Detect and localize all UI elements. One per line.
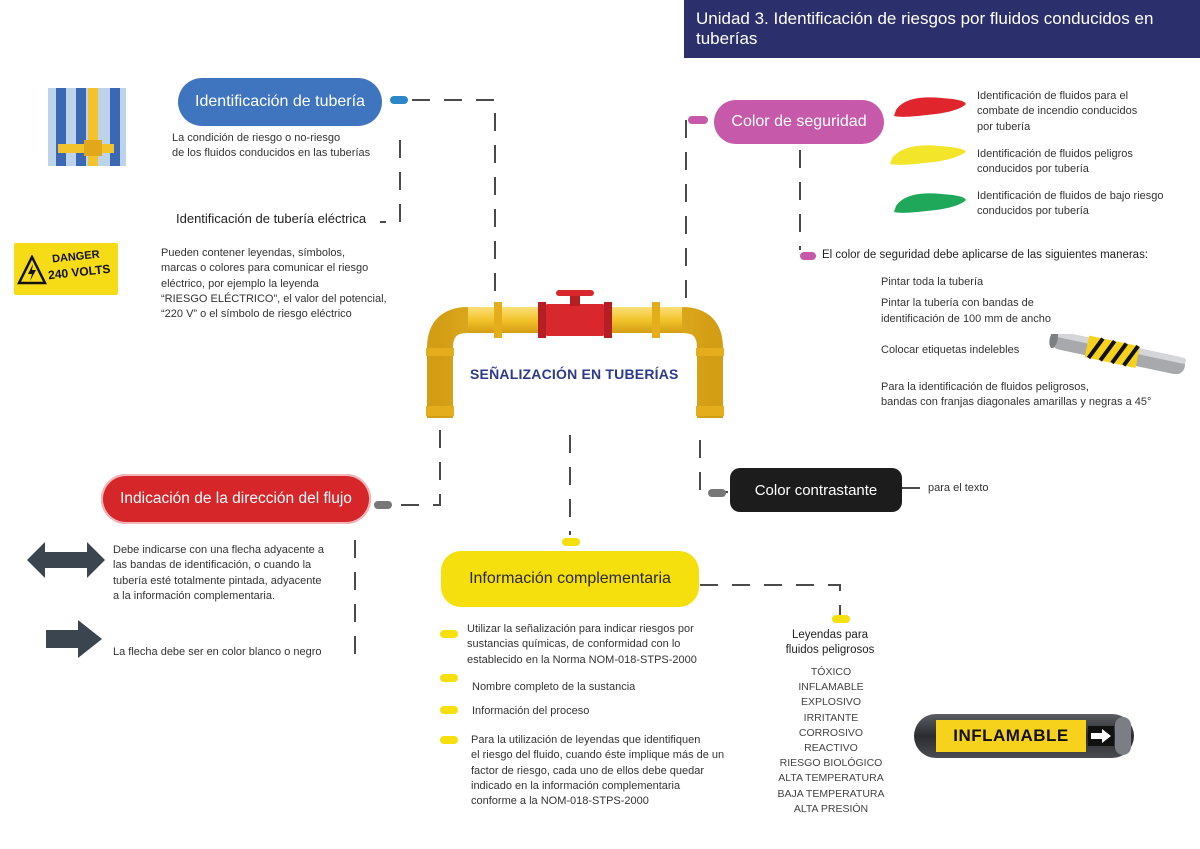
electrica-line: “220 V” o el símbolo de riesgo eléctrico xyxy=(161,308,352,321)
leyenda-item: CORROSIVO xyxy=(798,726,864,739)
node-color-seguridad[interactable]: Color de seguridad xyxy=(714,100,884,144)
node-color-contrastante[interactable]: Color contrastante xyxy=(730,468,902,512)
identificacion-desc-2: de los fluidos conducidos en las tubería… xyxy=(172,147,371,160)
node-informacion-complementaria[interactable]: Información complementaria xyxy=(441,551,699,607)
peligrosos-line2: bandas con franjas diagonales amarillas … xyxy=(881,396,1152,409)
swatch-red-line: combate de incendio conducidos xyxy=(977,105,1138,118)
swatch-red-line: por tubería xyxy=(977,120,1031,133)
inflamable-label: INFLAMABLE xyxy=(953,726,1069,745)
manera-3: Colocar etiquetas indelebles xyxy=(881,344,1020,356)
leyenda-item: ALTA PRESIÓN xyxy=(793,802,869,815)
swatch-green-line: conducidos por tubería xyxy=(977,205,1089,218)
labeled-pipe-icon xyxy=(1049,334,1187,374)
identificacion-desc-1: La condición de riesgo o no-riesgo xyxy=(172,132,341,144)
peligrosos-line1: Para la identificación de fluidos peligr… xyxy=(881,381,1089,393)
leyenda-item: IRRITANTE xyxy=(803,711,859,724)
leyenda-item: RIESGO BIOLÓGICO xyxy=(779,757,883,770)
direccion-line: las bandas de identificación, o cuando l… xyxy=(113,559,312,572)
direccion-line: Debe indicarse con una flecha adyacente … xyxy=(113,544,324,556)
swatch-yellow-line: Identificación de fluidos peligros xyxy=(977,148,1133,160)
contrastante-desc: para el texto xyxy=(928,482,989,494)
electrica-line: marcas o colores para comunicar el riesg… xyxy=(161,262,369,275)
leyenda-item: INFLAMABLE xyxy=(798,681,864,694)
leyendas-title-1: Leyendas para xyxy=(791,629,869,641)
leyenda-item: BAJA TEMPERATURA xyxy=(777,787,885,800)
info-item-4-line: el riesgo del fluido, cuando éste impliq… xyxy=(471,749,725,762)
flecha-color-text: La flecha debe ser en color blanco o neg… xyxy=(113,646,322,658)
inflamable-band: INFLAMABLE xyxy=(936,720,1086,752)
node-identificacion-tuberia[interactable]: Identificación de tubería xyxy=(178,78,382,126)
manera-2b: identificación de 100 mm de ancho xyxy=(881,313,1051,325)
info-item-2: Nombre completo de la sustancia xyxy=(472,681,636,693)
manera-2: Pintar la tubería con bandas de xyxy=(881,297,1034,309)
info-item-1-line: sustancias químicas, de conformidad con … xyxy=(467,638,681,651)
leyendas-title-2: fluidos peligrosos xyxy=(785,644,875,656)
flow-arrow-icon xyxy=(1088,726,1114,746)
info-item-4-line: conforme a la NOM-018-STPS-2000 xyxy=(471,795,649,808)
swatch-red-line: Identificación de fluidos para el xyxy=(977,90,1129,102)
pipes-photo-icon xyxy=(48,88,126,166)
tuberia-electrica-label: Identificación de tubería eléctrica xyxy=(176,211,367,226)
direccion-line: a la información complementaria. xyxy=(113,589,276,602)
yellow-paint-swatch xyxy=(890,145,966,165)
info-item-1-line: establecido en la Norma NOM-018-STPS-200… xyxy=(467,653,697,666)
info-item-4-line: Para la utilización de leyendas que iden… xyxy=(471,734,701,746)
node-direccion-flujo[interactable]: Indicación de la dirección del flujo xyxy=(101,474,371,524)
electrica-line: Pueden contener leyendas, símbolos, xyxy=(161,247,346,259)
swatch-yellow-line: conducidos por tubería xyxy=(977,163,1089,176)
inflamable-pipe: INFLAMABLE xyxy=(914,714,1134,758)
electrica-line: “RIESGO ELÉCTRICO”, el valor del potenci… xyxy=(161,292,387,305)
danger-volts-sign: DANGER 240 VOLTS xyxy=(14,243,118,295)
bullet xyxy=(440,736,458,744)
info-item-1-line: Utilizar la señalización para indicar ri… xyxy=(467,623,694,635)
central-pipe-illustration xyxy=(426,290,724,418)
leyenda-item: ALTA TEMPERATURA xyxy=(778,772,884,785)
bullet xyxy=(440,630,458,638)
info-item-4-line: indicado en la información complementari… xyxy=(471,779,681,792)
center-title: SEÑALIZACIÓN EN TUBERÍAS xyxy=(470,366,679,382)
single-arrow-icon xyxy=(46,620,102,658)
leyenda-item: REACTIVO xyxy=(804,742,858,755)
electric-hazard-icon xyxy=(17,255,47,285)
red-paint-swatch xyxy=(894,97,966,117)
info-item-3: Información del proceso xyxy=(472,705,590,717)
page-title: Unidad 3. Identificación de riesgos por … xyxy=(684,0,1200,58)
bullet xyxy=(440,706,458,714)
bullet xyxy=(440,674,458,682)
leyenda-item: EXPLOSIVO xyxy=(800,696,862,709)
green-paint-swatch xyxy=(894,193,966,213)
leyenda-item: TÓXICO xyxy=(810,666,852,678)
swatch-green-line: Identificación de fluidos de bajo riesgo xyxy=(977,190,1164,202)
electrica-line: eléctrico, por ejemplo la leyenda xyxy=(161,277,319,290)
double-arrow-icon xyxy=(27,542,105,578)
direccion-line: tubería esté totalmente pintada, adyacen… xyxy=(113,574,322,587)
color-aplicar-text: El color de seguridad debe aplicarse de … xyxy=(822,249,1149,261)
manera-1: Pintar toda la tubería xyxy=(881,276,984,288)
info-item-4-line: factor de riesgo, cada uno de ellos debe… xyxy=(471,764,704,777)
